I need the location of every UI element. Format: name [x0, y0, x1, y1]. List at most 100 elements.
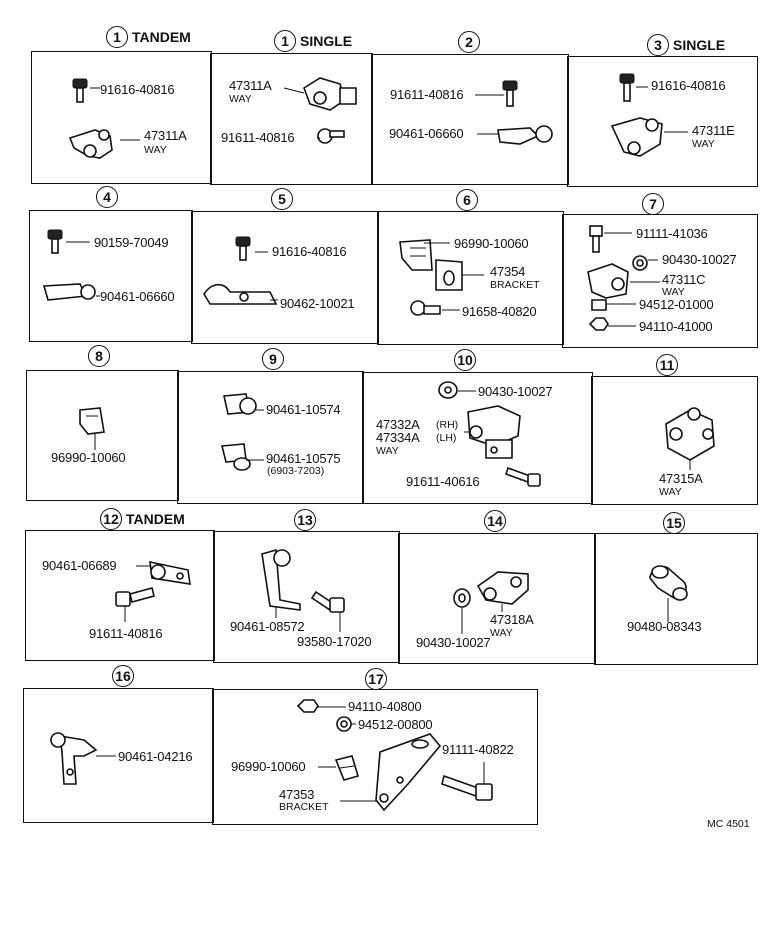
bolt-icon	[502, 80, 518, 107]
panel-4	[29, 210, 193, 342]
section-title: SINGLE	[300, 33, 353, 49]
part-number: 90461-04216	[118, 749, 193, 764]
panel-3-single	[567, 56, 758, 187]
part-number: 47332A	[376, 417, 420, 432]
part-number: 90461-06660	[389, 126, 464, 141]
part-number: 90430-10027	[416, 635, 491, 650]
bolt-icon	[47, 229, 63, 254]
part-number: 94512-01000	[639, 297, 714, 312]
way-joint-icon	[665, 407, 715, 461]
section-header-9: 9	[262, 348, 284, 370]
part-number: 47311C	[662, 272, 706, 287]
screw-icon	[410, 300, 441, 316]
clip-icon	[79, 407, 105, 435]
part-description: WAY	[659, 486, 682, 498]
screw-icon	[310, 590, 345, 613]
panel-10	[362, 372, 593, 504]
lock-washer-icon	[591, 299, 607, 311]
part-number: 47315A	[659, 471, 703, 486]
way-joint-icon	[68, 129, 113, 159]
section-header-2: 2	[458, 31, 480, 53]
section-number: 11	[656, 354, 678, 376]
section-title: TANDEM	[126, 511, 185, 527]
panel-8	[26, 370, 179, 501]
part-number: 91616-40816	[100, 82, 175, 97]
panel-9	[177, 371, 364, 504]
part-number: 90430-10027	[478, 384, 553, 399]
section-number: 14	[484, 510, 506, 532]
part-number: 91616-40816	[651, 78, 726, 93]
way-joint-icon	[303, 77, 357, 111]
part-side: (LH)	[436, 432, 457, 444]
part-number: 91111-40822	[442, 742, 514, 757]
bolt-icon	[441, 774, 493, 801]
bracket-icon	[435, 259, 463, 291]
panel-11	[591, 376, 758, 505]
way-joint-icon	[610, 117, 663, 157]
section-number: 3	[647, 34, 669, 56]
bolt-icon	[619, 73, 635, 102]
panel-17	[212, 689, 538, 825]
section-header-4: 4	[96, 186, 118, 208]
bolt-icon	[115, 587, 155, 607]
part-description: WAY	[662, 286, 685, 298]
nut-icon	[296, 699, 319, 713]
section-header-13: 13	[294, 509, 316, 531]
panel-5	[191, 211, 379, 344]
part-number: 90480-08343	[627, 619, 702, 634]
bolt-icon	[72, 78, 88, 103]
part-description: BRACKET	[279, 801, 329, 813]
section-number: 8	[88, 345, 110, 367]
way-joint-icon	[476, 571, 529, 605]
washer-icon	[632, 255, 648, 271]
part-number: 47311E	[692, 123, 735, 138]
part-number: 90461-10575	[266, 451, 341, 466]
lock-washer-icon	[336, 716, 352, 732]
part-number: 91611-40816	[390, 87, 464, 102]
part-number: 96990-10060	[454, 236, 529, 251]
clamp-icon	[497, 125, 553, 145]
part-number: 96990-10060	[231, 759, 306, 774]
bolt-icon	[589, 225, 603, 253]
section-number: 12	[100, 508, 122, 530]
panel-1-tandem	[31, 51, 212, 184]
clamp-icon	[223, 393, 257, 415]
nut-icon	[588, 317, 609, 331]
section-number: 9	[262, 348, 284, 370]
clamp-icon	[220, 443, 251, 471]
clamp-icon	[42, 283, 96, 301]
bolt-icon	[235, 236, 251, 261]
clip-icon	[399, 239, 433, 271]
part-number: 91611-40616	[406, 474, 480, 489]
section-header-10: 10	[454, 349, 476, 371]
section-number: 1	[106, 26, 128, 48]
panel-7	[562, 214, 758, 348]
part-number: 91111-41036	[636, 226, 708, 241]
panel-14	[398, 533, 596, 664]
part-number: 90461-08572	[230, 619, 305, 634]
part-note: (6903-7203)	[267, 465, 325, 477]
part-description: WAY	[376, 445, 399, 457]
clamp-icon	[261, 548, 301, 611]
way-joint-icon	[587, 263, 629, 299]
section-header-6: 6	[456, 189, 478, 211]
part-description: BRACKET	[490, 279, 540, 291]
part-number: 94110-41000	[639, 319, 713, 334]
part-description: WAY	[229, 93, 252, 105]
part-number: 93580-17020	[297, 634, 372, 649]
bolt-icon	[317, 128, 345, 144]
clip-icon	[334, 755, 359, 781]
part-number: 96990-10060	[51, 450, 126, 465]
way-joint-icon	[467, 405, 521, 459]
part-description: WAY	[144, 144, 167, 156]
section-header-14: 14	[484, 510, 506, 532]
part-description: WAY	[692, 138, 715, 150]
part-number: 47353	[279, 787, 315, 802]
clamp-icon	[149, 560, 191, 585]
bolt-icon	[504, 466, 541, 487]
panel-1-single	[210, 53, 373, 185]
section-header-8: 8	[88, 345, 110, 367]
part-description: WAY	[490, 627, 513, 639]
